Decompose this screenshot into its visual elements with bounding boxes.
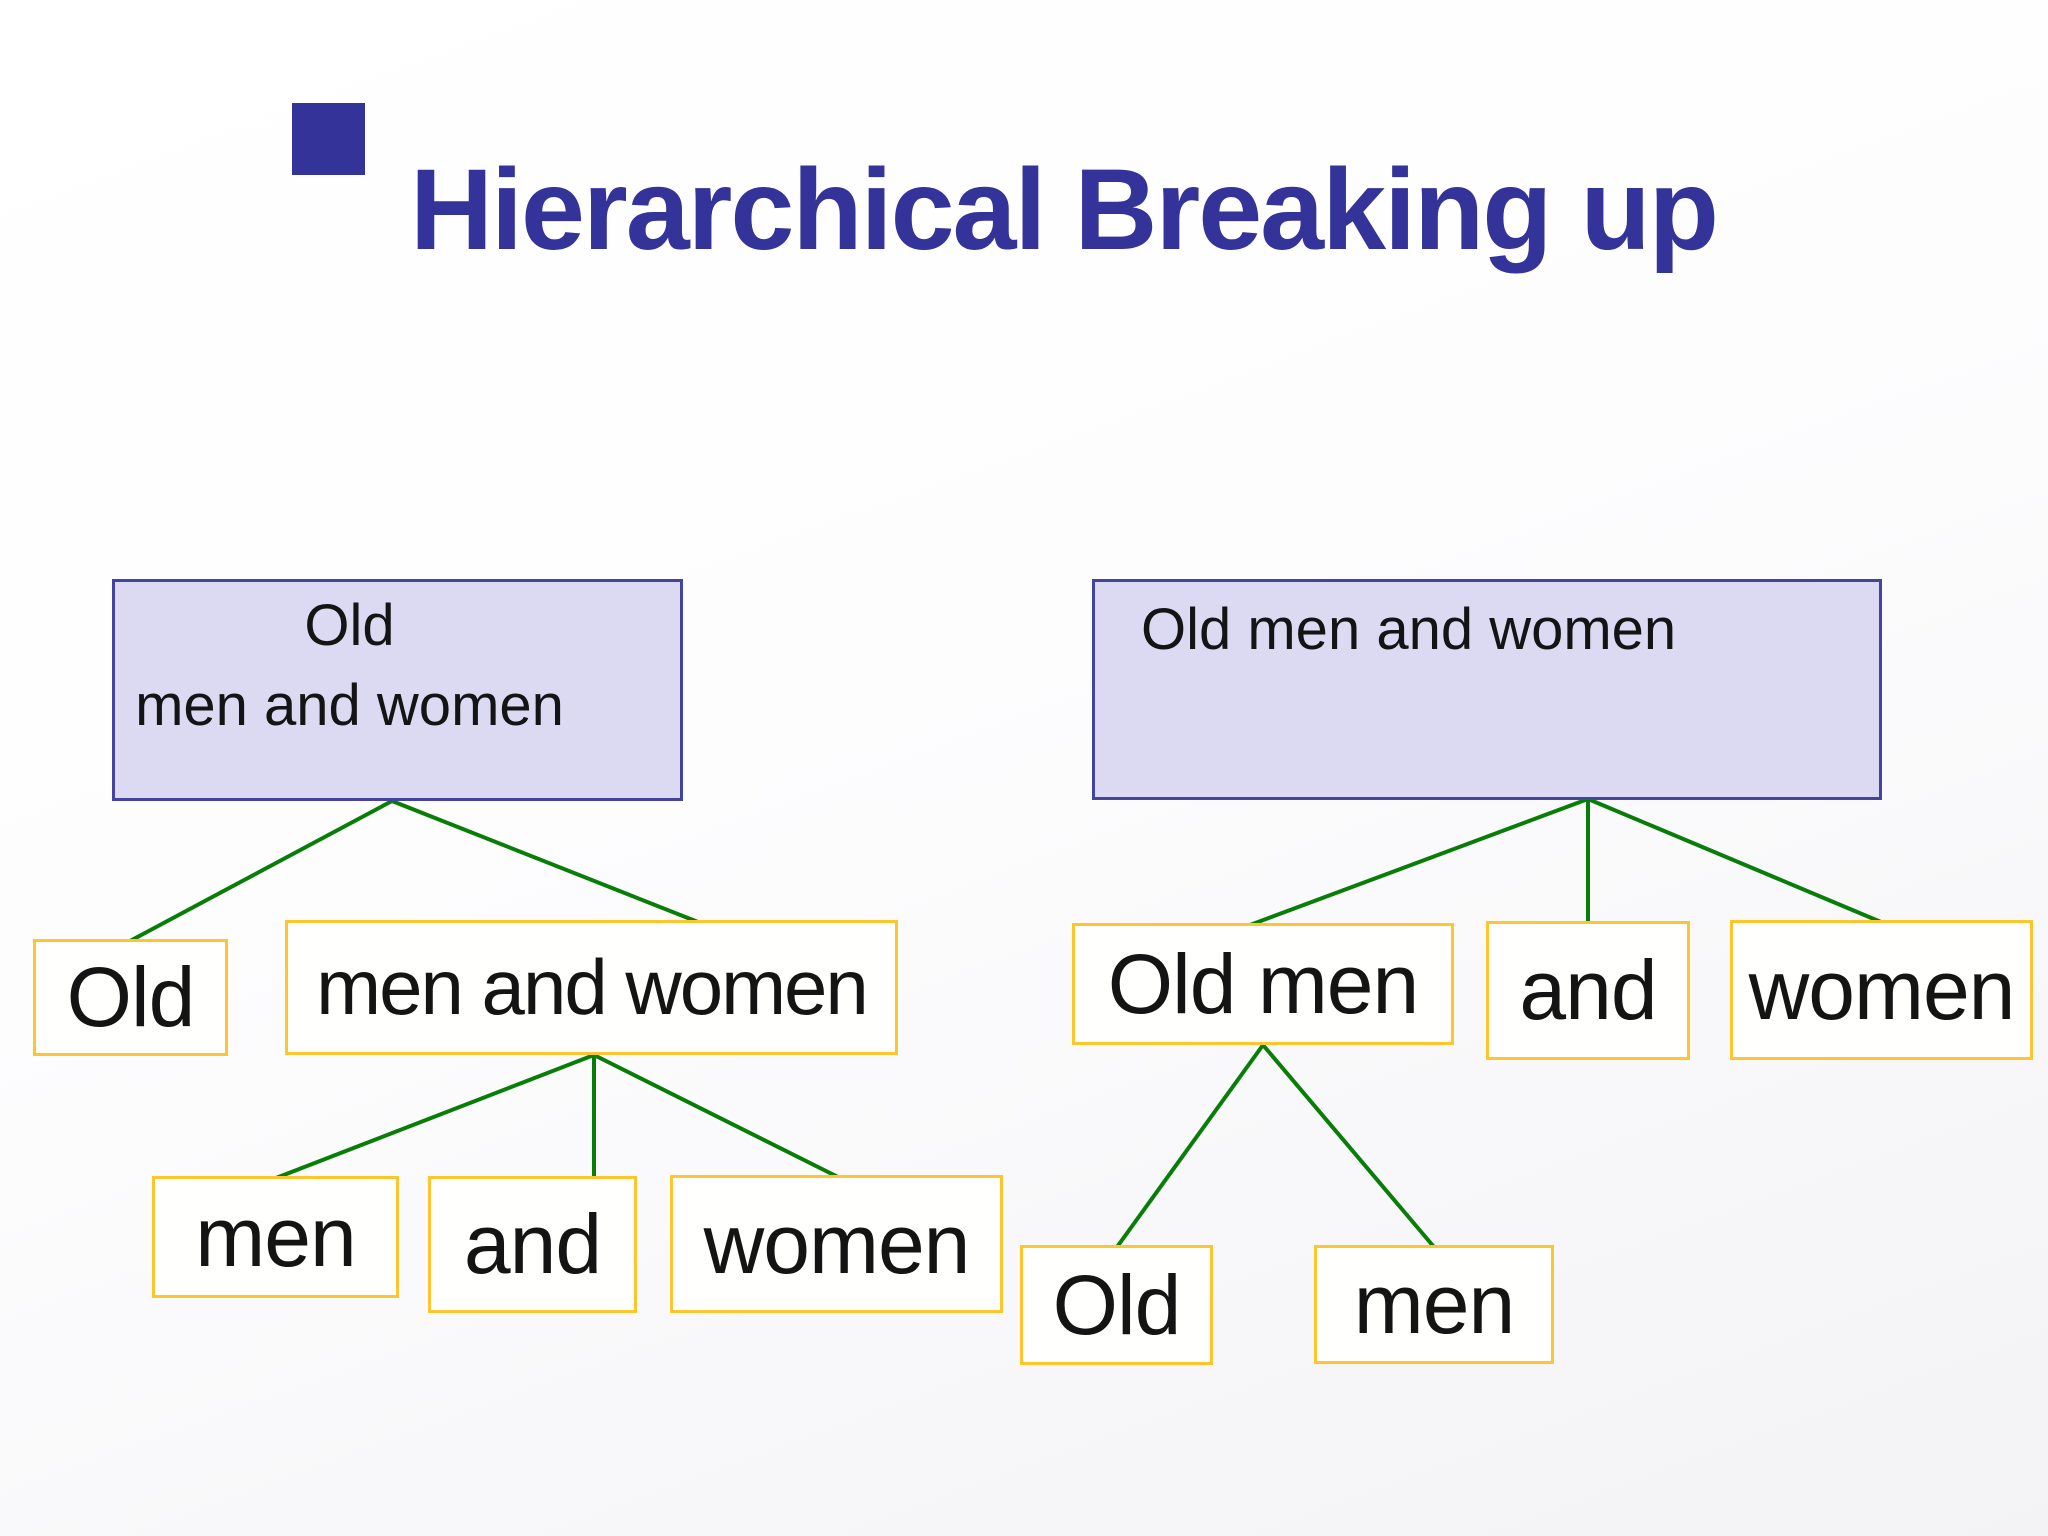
tree-node-root-left-line2: men and women: [135, 673, 564, 738]
tree-node-root-right: Old men and women: [1092, 579, 1882, 800]
tree-node-old-left: Old: [33, 939, 228, 1056]
edge-right-oldmen-to-old: [1115, 1043, 1265, 1249]
tree-node-women-right: women: [1730, 920, 2033, 1060]
edge-right-oldmen-to-men: [1261, 1043, 1436, 1249]
tree-node-root-left: Old men and women: [112, 579, 683, 801]
edge-left-root-to-men-and-women: [391, 799, 699, 924]
tree-node-root-right-line1: Old men and women: [1141, 597, 1677, 662]
page-title: Hierarchical Breaking up: [410, 146, 1719, 275]
tree-node-old-right: Old: [1020, 1245, 1213, 1365]
title-bullet-square-icon: [292, 103, 365, 175]
tree-node-men-and-women-left: men and women: [285, 920, 898, 1055]
tree-node-and-left: and: [428, 1176, 637, 1313]
edge-left-maw-to-women: [593, 1053, 839, 1179]
tree-node-men-left: men: [152, 1176, 399, 1298]
edge-right-root-to-women: [1587, 797, 1882, 924]
edge-right-root-to-old-men: [1249, 797, 1589, 927]
edge-left-maw-to-men: [275, 1053, 595, 1180]
edge-left-root-to-old: [129, 799, 393, 943]
tree-node-old-men-right: Old men: [1072, 923, 1454, 1045]
tree-node-women-left: women: [670, 1175, 1003, 1313]
tree-node-root-left-line1: Old: [304, 593, 395, 658]
tree-node-and-right: and: [1486, 921, 1690, 1060]
tree-node-men-right: men: [1314, 1245, 1554, 1364]
